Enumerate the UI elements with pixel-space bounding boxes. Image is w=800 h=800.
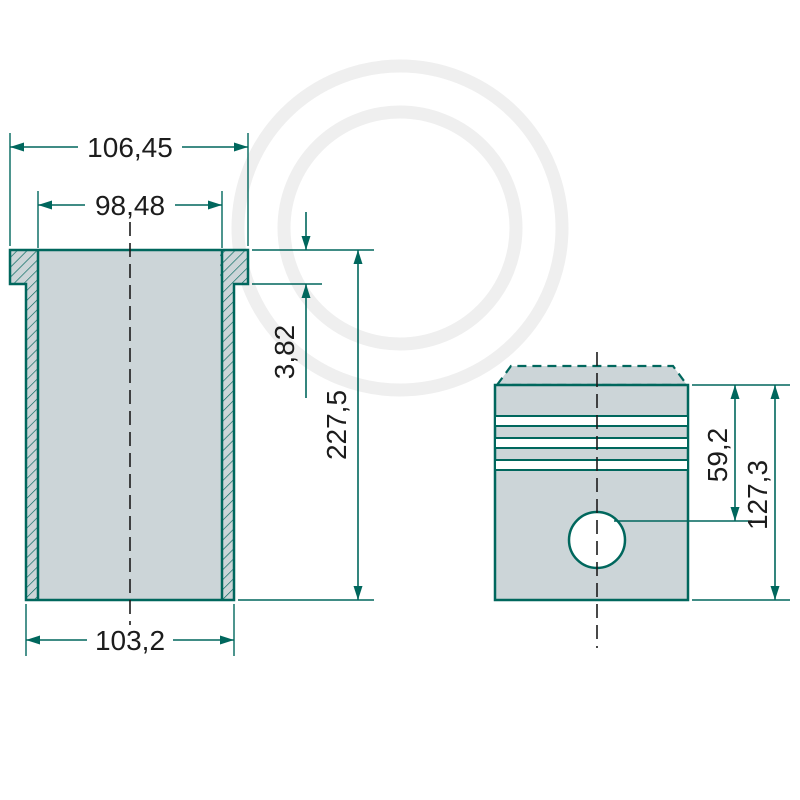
arrow-left-icon bbox=[10, 142, 24, 152]
liner-outline bbox=[8, 248, 250, 602]
dim-label-liner-inner-width: 98,48 bbox=[95, 190, 165, 221]
dimension-liner-bottom-width: 103,2 bbox=[25, 604, 235, 656]
dim-label-liner-flange-height: 3,82 bbox=[269, 325, 300, 380]
dim-label-piston-total-height: 127,3 bbox=[742, 460, 773, 530]
dim-label-liner-total-height: 227,5 bbox=[321, 390, 352, 460]
liner-flange-wall-right bbox=[220, 250, 248, 284]
arrow-up-icon bbox=[301, 284, 311, 298]
arrow-down-icon bbox=[730, 507, 740, 521]
arrow-up-icon bbox=[353, 250, 363, 264]
arrow-right-icon bbox=[220, 635, 234, 645]
piston-crown-dashed bbox=[494, 364, 690, 387]
arrow-up-icon bbox=[730, 385, 740, 399]
piston-ring-groove-2 bbox=[494, 437, 689, 449]
dimension-liner-total-height: 227,5 bbox=[238, 250, 374, 601]
dimension-liner-inner-width: 98,48 bbox=[37, 190, 223, 248]
dimension-liner-flange-height: 3,82 bbox=[252, 212, 374, 398]
dim-label-piston-pin-distance: 59,2 bbox=[702, 428, 733, 483]
watermark-inner-ring bbox=[277, 105, 523, 351]
arrow-right-icon bbox=[234, 142, 248, 152]
watermark-outer-ring bbox=[231, 59, 569, 397]
watermark-logo bbox=[231, 59, 569, 397]
piston-ring-groove-1 bbox=[494, 415, 689, 427]
arrow-down-icon bbox=[770, 586, 780, 600]
arrow-right-icon bbox=[208, 200, 222, 210]
dim-label-liner-outer-width: 106,45 bbox=[87, 132, 173, 163]
arrow-left-icon bbox=[26, 635, 40, 645]
dimension-piston-total-height: 127,3 bbox=[692, 385, 790, 601]
liner-wall-right bbox=[222, 284, 234, 600]
liner-flange-fill bbox=[10, 250, 248, 284]
dimension-liner-outer-width: 106,45 bbox=[9, 132, 249, 246]
dim-label-liner-bottom-width: 103,2 bbox=[95, 625, 165, 656]
dimension-piston-pin-distance: 59,2 bbox=[614, 384, 790, 522]
liner-wall-left bbox=[26, 284, 38, 600]
liner-flange-wall-left bbox=[10, 250, 38, 284]
arrow-down-icon bbox=[301, 236, 311, 250]
arrow-up-icon bbox=[770, 385, 780, 399]
arrow-down-icon bbox=[353, 586, 363, 600]
piston-view bbox=[493, 352, 690, 648]
piston-ring-groove-3 bbox=[494, 459, 689, 471]
liner-view bbox=[8, 222, 250, 628]
arrow-left-icon bbox=[38, 200, 52, 210]
